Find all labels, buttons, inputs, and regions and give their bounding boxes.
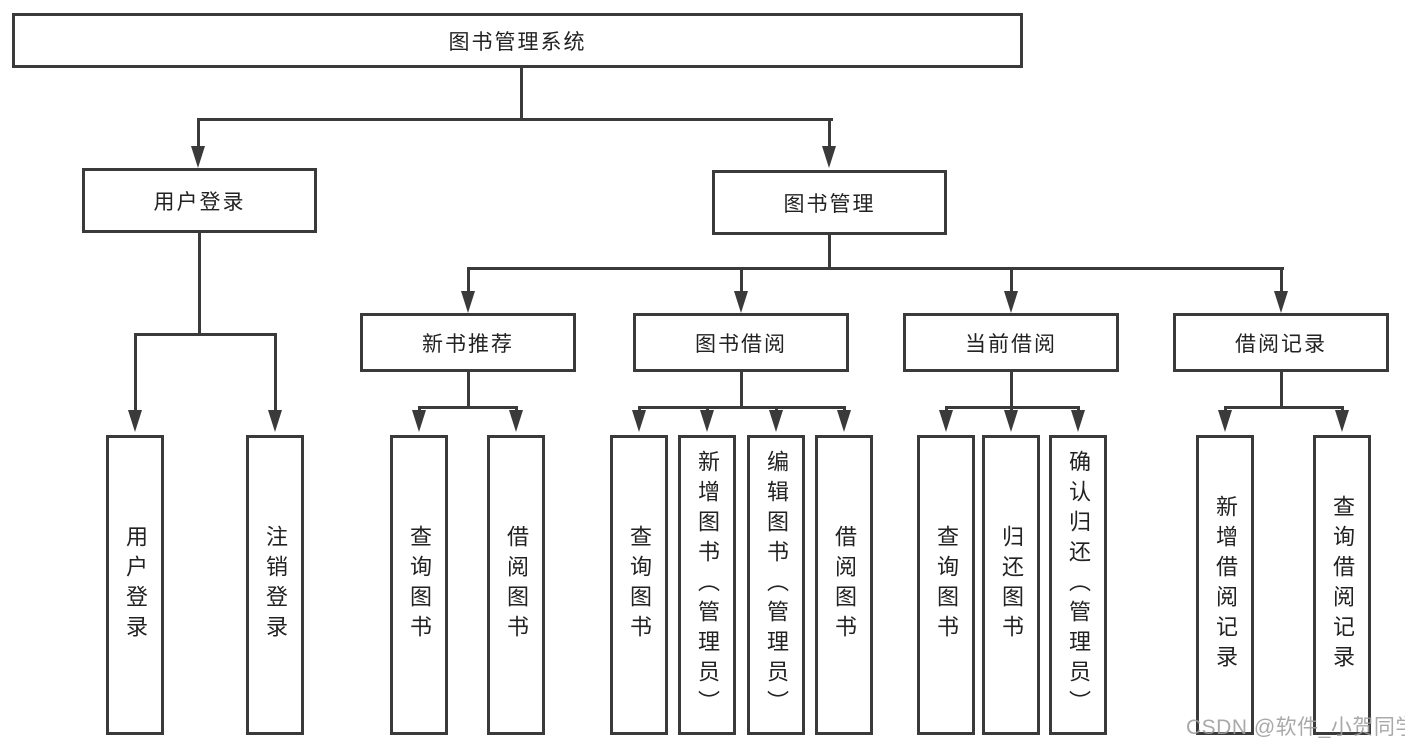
arrow-down-icon <box>700 410 714 432</box>
connector-line <box>417 406 518 409</box>
node-label: 当前借阅 <box>965 332 1057 356</box>
node-user-login: 用户登录 <box>82 168 317 233</box>
node-label: 借阅记录 <box>1235 332 1327 356</box>
node-leaf-user-login: 用户登录 <box>106 435 164 735</box>
connector-line <box>739 267 743 293</box>
arrow-down-icon <box>939 410 953 432</box>
connector-line <box>133 333 277 336</box>
arrow-down-icon <box>1218 410 1232 432</box>
connector-line <box>1076 406 1080 413</box>
connector-line <box>944 406 948 413</box>
connector-line <box>133 333 137 411</box>
node-label: 图书管理 <box>783 192 876 216</box>
node-leaf-add-books-admin: 新增图书（管理员） <box>678 435 736 735</box>
connector-line <box>417 406 421 413</box>
connector-line <box>1009 372 1013 408</box>
node-leaf-query-books-2: 查询图书 <box>610 435 668 735</box>
node-leaf-confirm-return-admin: 确认归还（管理员） <box>1049 435 1107 735</box>
connector-line <box>739 372 743 408</box>
arrow-down-icon <box>1274 291 1288 313</box>
node-current-borrow: 当前借阅 <box>903 313 1119 372</box>
node-leaf-query-books-1: 查询图书 <box>390 435 448 735</box>
connector-line <box>1009 406 1013 413</box>
node-label: 新书推荐 <box>422 332 514 356</box>
arrow-down-icon <box>412 410 426 432</box>
arrow-down-icon <box>1004 410 1018 432</box>
node-book-management: 图书管理 <box>712 170 947 235</box>
node-leaf-borrow-books-1: 借阅图书 <box>487 435 545 735</box>
node-leaf-add-borrow-record: 新增借阅记录 <box>1196 435 1254 735</box>
csdn-watermark: CSDN @软件_小贺同学 <box>1186 716 1405 739</box>
node-label: 查询借阅记录 <box>1330 495 1355 675</box>
connector-line <box>514 406 518 413</box>
node-leaf-query-books-3: 查询图书 <box>917 435 975 735</box>
connector-line <box>1279 267 1283 293</box>
connector-line <box>774 406 778 413</box>
node-library-system: 图书管理系统 <box>12 13 1023 68</box>
arrow-down-icon <box>769 410 783 432</box>
arrow-down-icon <box>822 146 836 168</box>
connector-line <box>1009 267 1013 293</box>
connector-line <box>466 372 470 408</box>
connector-line <box>466 267 470 293</box>
arrow-down-icon <box>837 410 851 432</box>
arrow-down-icon <box>191 146 205 168</box>
arrow-down-icon <box>734 291 748 313</box>
connector-line <box>520 68 523 120</box>
connector-line <box>637 406 641 413</box>
node-label: 借阅图书 <box>832 525 857 645</box>
node-label: 查询图书 <box>407 525 432 645</box>
connector-line <box>197 118 200 149</box>
connector-line <box>828 235 831 268</box>
connector-line <box>828 118 831 149</box>
node-leaf-query-borrow-record: 查询借阅记录 <box>1313 435 1371 735</box>
node-label: 用户登录 <box>123 525 148 645</box>
connector-line <box>273 333 277 411</box>
node-leaf-edit-books-admin: 编辑图书（管理员） <box>747 435 805 735</box>
node-label: 图书管理系统 <box>448 30 587 54</box>
node-label: 确认归还（管理员） <box>1066 450 1091 720</box>
arrow-down-icon <box>632 410 646 432</box>
node-label: 编辑图书（管理员） <box>764 450 789 720</box>
node-label: 新增借阅记录 <box>1213 495 1238 675</box>
node-borrow-records: 借阅记录 <box>1173 313 1389 372</box>
node-label: 查询图书 <box>934 525 959 645</box>
connector-line <box>637 406 846 409</box>
node-leaf-logout: 注销登录 <box>246 435 304 735</box>
node-book-borrow: 图书借阅 <box>633 313 849 372</box>
arrow-down-icon <box>1071 410 1085 432</box>
node-label: 用户登录 <box>153 190 246 214</box>
connector-line <box>842 406 846 413</box>
node-label: 借阅图书 <box>504 525 529 645</box>
connector-line <box>197 118 833 121</box>
connector-line <box>1279 372 1283 408</box>
arrow-down-icon <box>268 410 282 432</box>
node-label: 图书借阅 <box>695 332 787 356</box>
connector-line <box>705 406 709 413</box>
connector-line <box>1223 406 1344 409</box>
connector-line <box>1340 406 1344 413</box>
node-label: 注销登录 <box>263 525 288 645</box>
arrow-down-icon <box>461 291 475 313</box>
arrow-down-icon <box>1335 410 1349 432</box>
node-label: 查询图书 <box>627 525 652 645</box>
node-leaf-borrow-books-2: 借阅图书 <box>815 435 873 735</box>
node-label: 归还图书 <box>999 525 1024 645</box>
node-label: 新增图书（管理员） <box>695 450 720 720</box>
node-leaf-return-books: 归还图书 <box>982 435 1040 735</box>
arrow-down-icon <box>128 410 142 432</box>
connector-line <box>466 267 1284 270</box>
node-new-book-recommend: 新书推荐 <box>360 313 576 372</box>
arrow-down-icon <box>509 410 523 432</box>
connector-line <box>198 233 201 335</box>
arrow-down-icon <box>1004 291 1018 313</box>
connector-line <box>1223 406 1227 413</box>
